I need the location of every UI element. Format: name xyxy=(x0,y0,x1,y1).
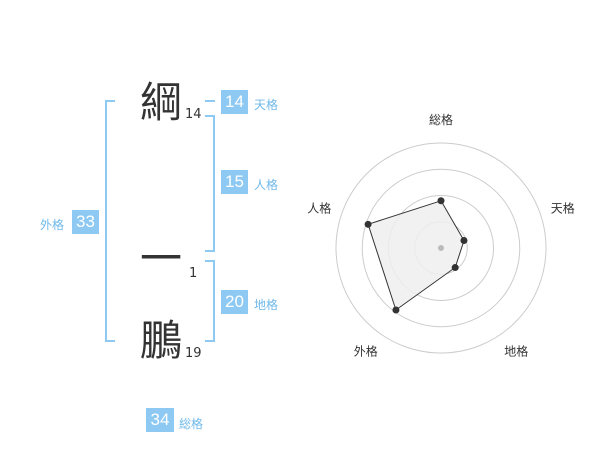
radar-point-5 xyxy=(364,220,372,228)
name-char-3: 鵬 xyxy=(140,316,183,365)
jinkaku-badge: 15 xyxy=(221,170,248,194)
radar-center-dot xyxy=(438,245,444,251)
tenkaku-label: 天格 xyxy=(254,98,279,112)
gaikaku-label: 外格 xyxy=(40,218,65,232)
jinkaku-label: 人格 xyxy=(254,178,279,192)
radar-axis-label-3: 地格 xyxy=(504,344,528,359)
radar-ring xyxy=(335,142,547,354)
chikaku-bracket xyxy=(205,260,215,342)
radar-axis-label-1: 総格 xyxy=(429,112,453,127)
radar-point-1 xyxy=(437,197,445,205)
radar-axis-label-4: 外格 xyxy=(354,344,378,359)
radar-series xyxy=(364,197,468,314)
name-char-1: 綱 xyxy=(140,78,183,127)
radar-axis-label-5: 人格 xyxy=(307,200,331,215)
radar-axis-label-2: 天格 xyxy=(551,200,575,215)
stroke-count-3: 19 xyxy=(185,346,202,361)
jinkaku-bracket xyxy=(205,115,215,252)
name-char-2: 一 xyxy=(140,234,183,283)
stroke-count-2: 1 xyxy=(189,266,198,281)
stroke-count-1: 14 xyxy=(185,107,202,122)
radar-point-3 xyxy=(451,264,459,272)
radar-point-4 xyxy=(392,306,400,314)
soukaku-label: 総格 xyxy=(179,417,204,431)
soukaku-badge: 34 xyxy=(146,408,174,432)
radar-point-2 xyxy=(460,237,468,245)
radar-ring xyxy=(361,168,521,328)
gaikaku-bracket xyxy=(105,100,115,342)
gaikaku-badge: 33 xyxy=(72,210,99,234)
tenkaku-badge: 14 xyxy=(221,90,248,114)
chikaku-label: 地格 xyxy=(254,298,279,312)
chikaku-badge: 20 xyxy=(221,290,248,314)
radar-polygon xyxy=(367,200,465,311)
tenkaku-bracket xyxy=(205,100,215,102)
